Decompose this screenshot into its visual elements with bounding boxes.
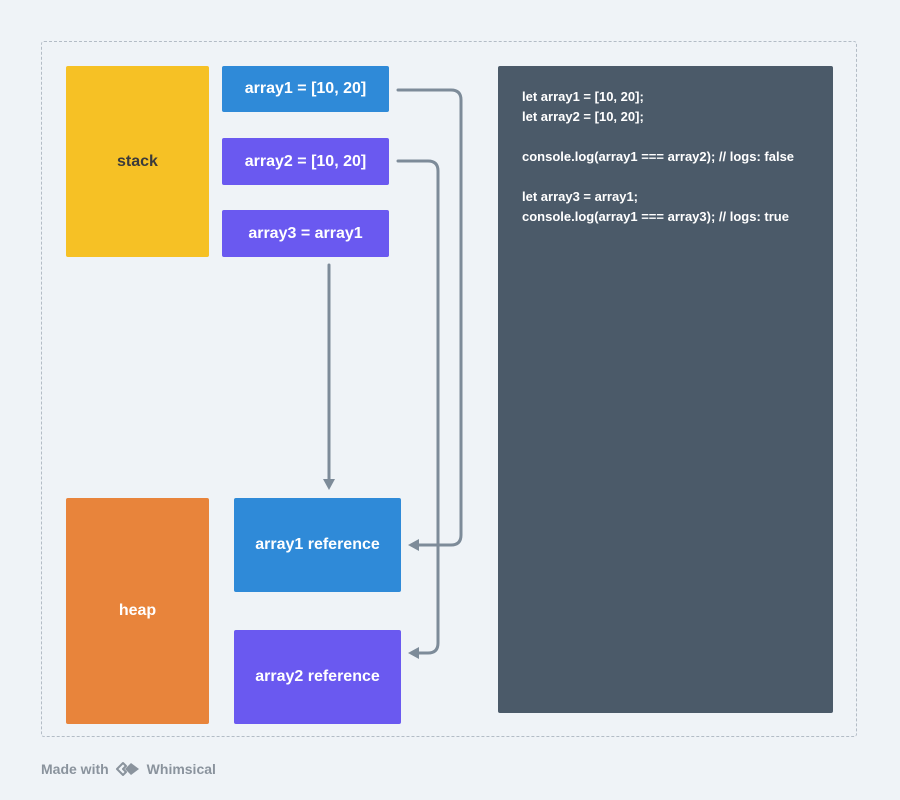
stack-item-array3-label: array3 = array1 xyxy=(248,224,363,242)
heap-item-array2-reference: array2 reference xyxy=(234,630,401,724)
diagram-frame xyxy=(41,41,857,737)
stack-item-array1-label: array1 = [10, 20] xyxy=(244,80,367,97)
code-line: let array1 = [10, 20]; xyxy=(522,89,644,104)
arrowhead-array2-reference xyxy=(408,647,419,659)
whimsical-logo-icon xyxy=(115,760,141,778)
arrow-array2-to-reference xyxy=(396,159,440,655)
heap-item-array2-reference-label: array2 reference xyxy=(255,668,380,685)
code-line: console.log(array1 === array2); // logs:… xyxy=(522,149,795,164)
whimsical-brand-text: Whimsical xyxy=(146,761,216,777)
heap-block: heap xyxy=(66,498,209,724)
code-line xyxy=(522,127,809,147)
stack-block: stack xyxy=(66,66,209,257)
made-with-text: Made with xyxy=(41,761,109,777)
stack-item-array1: array1 = [10, 20] xyxy=(222,66,389,112)
stack-item-array3: array3 = array1 xyxy=(222,210,389,257)
code-panel: let array1 = [10, 20]; let array2 = [10,… xyxy=(498,66,833,713)
stack-label: stack xyxy=(117,152,158,170)
heap-label: heap xyxy=(118,602,157,619)
code-line: let array2 = [10, 20]; xyxy=(522,109,644,124)
stack-item-array2: array2 = [10, 20] xyxy=(222,138,389,185)
arrowhead-array1-reference xyxy=(408,539,419,551)
code-line: let array3 = array1; xyxy=(522,189,639,204)
arrowhead-array3 xyxy=(323,479,335,490)
code-line xyxy=(522,167,809,187)
stack-item-array2-label: array2 = [10, 20] xyxy=(244,152,367,170)
code-line: console.log(array1 === array3); // logs:… xyxy=(522,209,789,224)
made-with-whimsical-badge[interactable]: Made with Whimsical xyxy=(41,758,216,780)
arrow-array1-to-reference xyxy=(396,88,463,547)
heap-item-array1-reference-label: array1 reference xyxy=(255,536,380,553)
heap-item-array1-reference: array1 reference xyxy=(234,498,401,592)
